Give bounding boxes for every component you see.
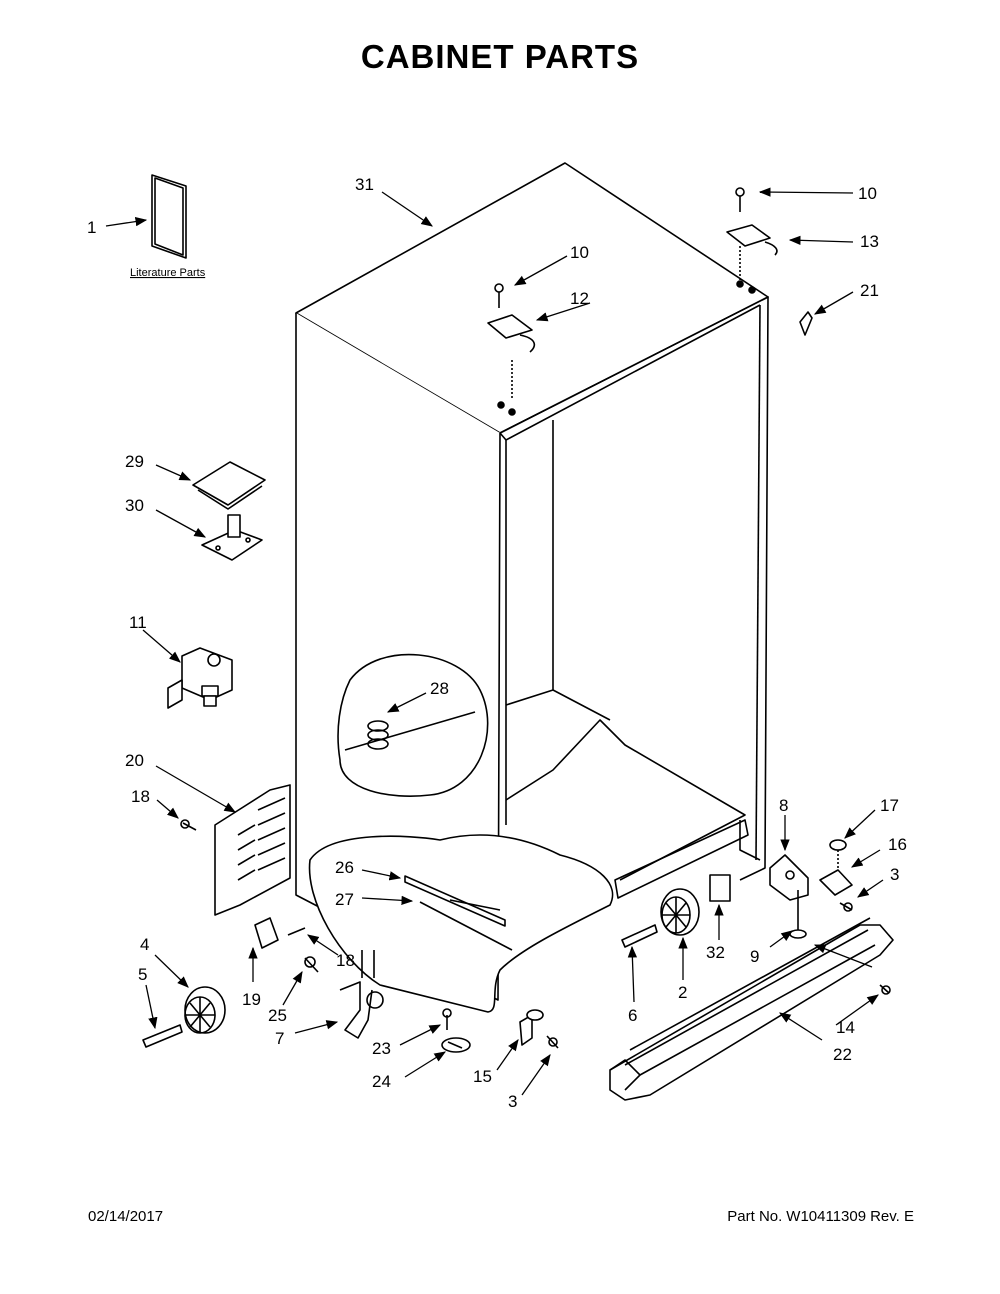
wheel-right <box>621 888 700 948</box>
callout-13: 13 <box>860 232 879 251</box>
callout-27: 27 <box>335 890 354 909</box>
revision: Rev. E <box>870 1208 914 1225</box>
right-bracket-hardware <box>819 839 853 912</box>
drain-fitting <box>304 950 384 1039</box>
literature-booklet <box>151 174 187 259</box>
screw-18-left <box>180 819 197 831</box>
clip-part <box>799 311 813 336</box>
callout-16: 16 <box>888 835 907 854</box>
callout-32: 32 <box>706 943 725 962</box>
callout-22: 22 <box>833 1045 852 1064</box>
callout-18: 18 <box>336 951 355 970</box>
callout-9: 9 <box>750 947 759 966</box>
callout-19: 19 <box>242 990 261 1009</box>
foam-pad <box>709 874 731 902</box>
callout-2: 2 <box>678 983 687 1002</box>
callout-28: 28 <box>430 679 449 698</box>
callout-10: 10 <box>570 243 589 262</box>
callout-labels: 1 Literature Parts 31 10 13 10 12 21 29 … <box>87 175 907 1111</box>
wheel-left <box>142 986 226 1048</box>
callout-1: 1 <box>87 218 96 237</box>
callout-25: 25 <box>268 1006 287 1025</box>
cutaway-view-upper <box>337 653 489 798</box>
part-no-label: Part No. <box>727 1208 783 1225</box>
callout-30: 30 <box>125 496 144 515</box>
cutaway-view-lower <box>308 834 614 1013</box>
mounting-bracket <box>201 514 263 561</box>
bracket-19 <box>254 917 306 949</box>
callout-21: 21 <box>860 281 879 300</box>
callout-20: 20 <box>125 751 144 770</box>
footer-date: 02/14/2017 <box>88 1208 164 1225</box>
base-grille <box>609 917 894 1101</box>
top-hinge-right <box>726 187 778 294</box>
page-title: CABINET PARTS <box>360 38 640 75</box>
callout-29: 29 <box>125 452 144 471</box>
callout-18-left: 18 <box>131 787 150 806</box>
roller-bracket <box>519 1009 559 1049</box>
callout-26: 26 <box>335 858 354 877</box>
part-no-value: W10411309 <box>786 1208 867 1225</box>
callout-31: 31 <box>355 175 374 194</box>
water-valve <box>167 647 233 709</box>
callout-15: 15 <box>473 1067 492 1086</box>
callout-4: 4 <box>140 935 149 954</box>
callout-6: 6 <box>628 1006 637 1025</box>
top-hinge-left <box>487 283 536 416</box>
callout-8: 8 <box>779 796 788 815</box>
control-cover <box>192 461 266 510</box>
literature-parts-label: Literature Parts <box>130 267 206 279</box>
callout-7: 7 <box>275 1029 284 1048</box>
front-leveler-bracket <box>769 854 809 939</box>
callout-5: 5 <box>138 965 147 984</box>
leveling-foot <box>441 1008 471 1053</box>
callout-24: 24 <box>372 1072 391 1091</box>
callout-23: 23 <box>372 1039 391 1058</box>
callout-12: 12 <box>570 289 589 308</box>
callout-17: 17 <box>880 796 899 815</box>
callout-3-right: 3 <box>890 865 899 884</box>
leader-lines <box>105 187 884 1096</box>
callout-11: 11 <box>129 613 147 632</box>
callout-10-top: 10 <box>858 184 877 203</box>
callout-14: 14 <box>836 1018 855 1037</box>
callout-3: 3 <box>508 1092 517 1111</box>
rear-access-cover <box>214 784 291 916</box>
